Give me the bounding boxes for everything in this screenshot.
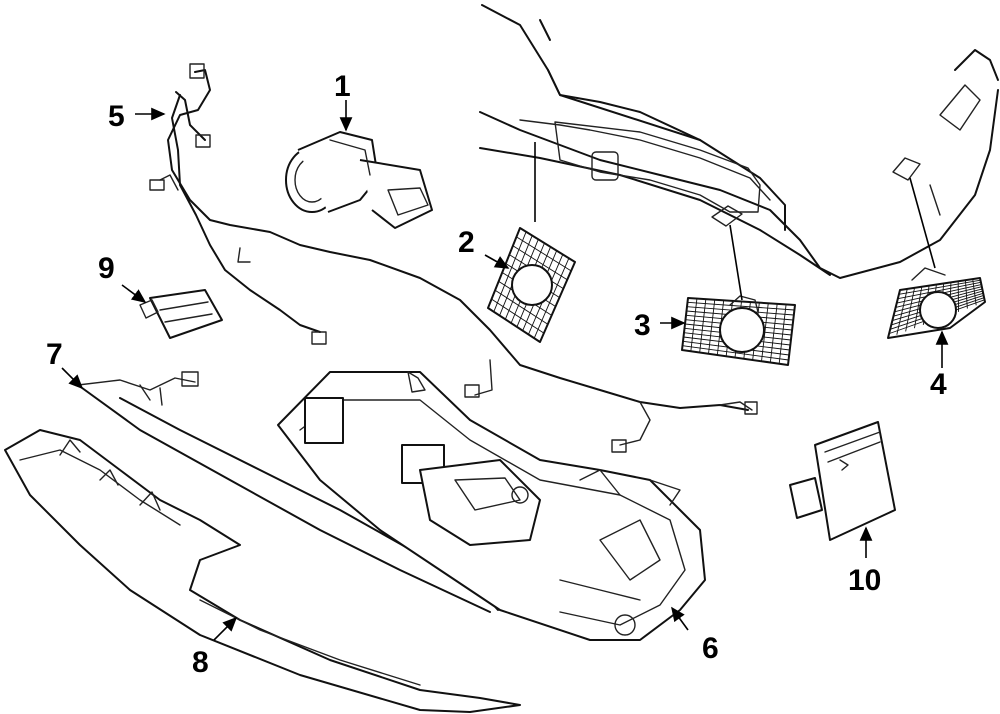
callout-3: 3	[634, 309, 651, 342]
leader-6	[671, 606, 689, 631]
callout-9: 9	[98, 252, 115, 285]
sensor-module-small	[139, 289, 223, 339]
wiring-harness	[149, 63, 758, 453]
control-module	[789, 421, 896, 541]
callout-7: 7	[46, 338, 63, 371]
carrier-bracket	[277, 371, 706, 641]
callout-1: 1	[334, 70, 351, 103]
leader-3-up	[729, 224, 743, 301]
leader-lines	[61, 100, 949, 641]
callout-8: 8	[192, 646, 209, 679]
callout-5: 5	[108, 100, 125, 133]
callout-2: 2	[458, 226, 475, 259]
bumper-fascia	[479, 4, 999, 279]
sensor-bracket-left	[487, 227, 576, 343]
callout-6: 6	[702, 632, 719, 665]
leader-4-up	[909, 177, 936, 269]
callout-4: 4	[930, 368, 947, 401]
parking-sensor	[285, 131, 433, 229]
leader-2	[484, 254, 510, 269]
lower-bracket	[4, 429, 521, 713]
leader-7	[61, 367, 84, 390]
leader-8	[213, 616, 238, 641]
sensor-bracket-right	[887, 267, 986, 339]
callout-labels: 1 2 3 4 5 6 7 8 9 10	[46, 70, 947, 679]
leader-9	[121, 284, 147, 303]
callout-10: 10	[848, 564, 881, 597]
sensor-bracket-center	[681, 295, 796, 366]
